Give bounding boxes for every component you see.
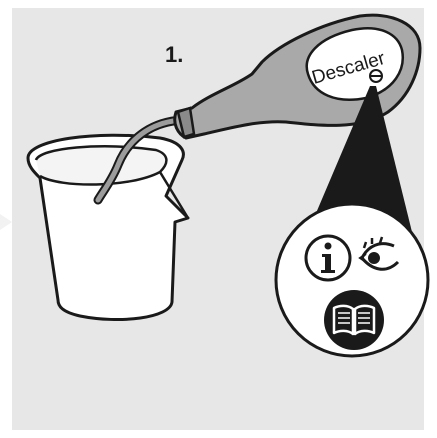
manual-book-icon — [324, 290, 384, 350]
measuring-cup — [28, 135, 188, 319]
left-edge-marker — [0, 214, 12, 230]
step-number: 1. — [165, 42, 183, 67]
info-icon — [306, 236, 350, 280]
